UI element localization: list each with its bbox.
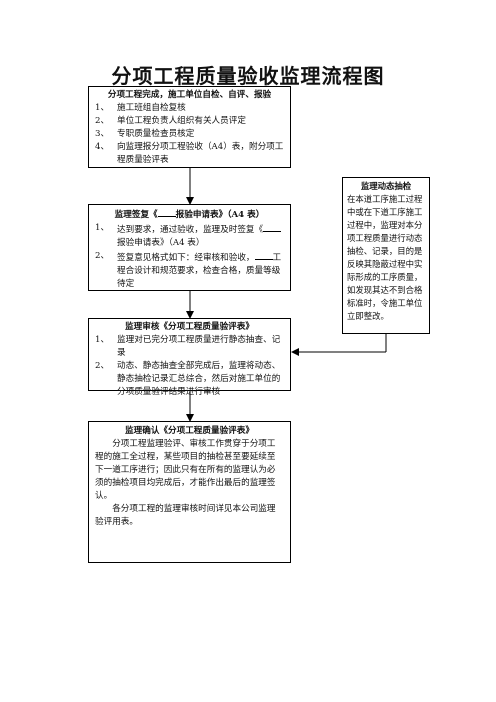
list-item: 1、监理对已完分项工程质量进行静态抽查、记录 <box>95 335 281 358</box>
box-supervisor-approval-heading: 监理签复《报验申请表》（A4 表） <box>95 207 284 222</box>
box-dynamic-inspection: 监理动态抽检 在本道工序施工过程中或在下道工序施工过程中，监理对本分项工程质量进… <box>342 177 430 334</box>
box-self-inspection-heading: 分项工程完成，施工单位自检、自评、报验 <box>107 90 272 100</box>
box-self-inspection: 分项工程完成，施工单位自检、自评、报验 1、施工班组自检复核 2、单位工程负责人… <box>88 86 291 168</box>
box-supervisor-confirm-heading: 监理确认《分项工程质量验评表》 <box>125 426 254 436</box>
list-item: 2、 签复意见格式如下：经审核和验收，工程合设计和规范要求，检查合格，质量等级待… <box>95 251 282 289</box>
list-item: 1、 达到要求，通过验收，监理及时签复《报验申请表》（A4 表） <box>95 222 284 250</box>
box-supervisor-review: 监理审核《分项工程质量验评表》 1、监理对已完分项工程质量进行静态抽查、记录 2… <box>88 318 291 397</box>
box-supervisor-confirm: 监理确认《分项工程质量验评表》 分项工程监理验评、审核工作贯穿于分项工程的施工全… <box>88 421 291 563</box>
list-item: 4、向监理报分项工程验收（A4）表，附分项工程质量验评表 <box>95 142 284 165</box>
list-item: 3、专职质量检查员核定 <box>95 129 195 139</box>
box-supervisor-confirm-para2: 各分项工程的监理审核时间详见本公司监理验评用表。 <box>95 504 276 527</box>
list-item: 1、施工班组自检复核 <box>95 103 186 113</box>
box-supervisor-approval: 监理签复《报验申请表》（A4 表） 1、 达到要求，通过验收，监理及时签复《报验… <box>88 204 291 291</box>
box-supervisor-review-heading: 监理审核《分项工程质量验评表》 <box>125 322 254 332</box>
page-title: 分项工程质量验收监理流程图 <box>111 64 385 88</box>
box-dynamic-inspection-heading: 监理动态抽检 <box>360 181 412 191</box>
list-item: 2、动态、静态抽查全部完成后，监理将动态、静态抽检记录汇总综合，然后对施工单位的… <box>95 361 281 397</box>
list-item: 2、单位工程负责人组织有关人员评定 <box>95 116 246 126</box>
box-supervisor-confirm-para1: 分项工程监理验评、审核工作贯穿于分项工程的施工全过程，某些项目的抽检甚至要延续至… <box>95 439 276 501</box>
box-dynamic-inspection-text: 在本道工序施工过程中或在下道工序施工过程中，监理对本分项工程质量进行动态抽检、记… <box>347 194 423 321</box>
